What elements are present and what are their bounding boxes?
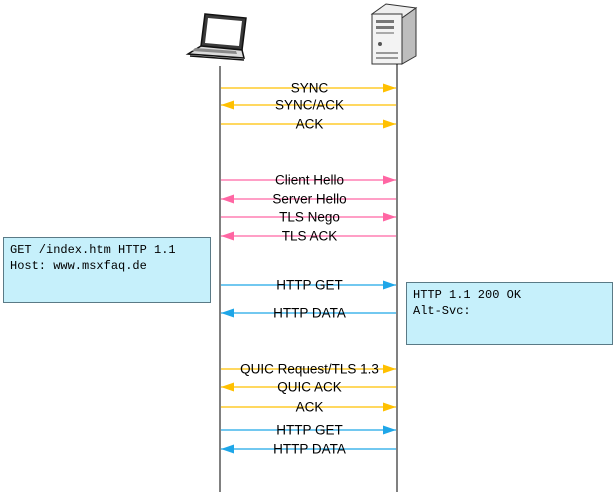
server-tower-icon xyxy=(370,3,418,65)
arrowhead-icon xyxy=(383,175,396,185)
message-label: QUIC ACK xyxy=(277,380,342,395)
message-arrow: HTTP GET xyxy=(221,423,396,438)
arrowhead-icon xyxy=(221,231,234,241)
message-arrow: Client Hello xyxy=(221,173,396,188)
message-label: TLS Nego xyxy=(279,210,340,225)
message-arrow: TLS Nego xyxy=(221,210,396,225)
request-note-line: GET /index.htm HTTP 1.1 xyxy=(10,243,176,257)
message-arrow: ACK xyxy=(221,400,396,415)
message-arrow: SYNC/ACK xyxy=(221,98,396,113)
message-label: SYNC xyxy=(291,81,329,96)
arrowhead-icon xyxy=(383,364,396,374)
message-arrow: HTTP DATA xyxy=(221,306,396,321)
laptop-icon xyxy=(185,13,247,61)
message-label: QUIC Request/TLS 1.3 xyxy=(240,362,379,377)
response-note-line: Alt-Svc: xyxy=(413,304,471,318)
arrowhead-icon xyxy=(383,280,396,290)
message-label: TLS ACK xyxy=(282,229,338,244)
arrowhead-icon xyxy=(221,194,234,204)
message-label: HTTP GET xyxy=(276,278,343,293)
arrowhead-icon xyxy=(383,402,396,412)
message-arrow: QUIC Request/TLS 1.3 xyxy=(221,362,396,377)
request-note: GET /index.htm HTTP 1.1 Host: www.msxfaq… xyxy=(3,237,211,303)
message-label: HTTP DATA xyxy=(273,306,346,321)
message-label: HTTP DATA xyxy=(273,442,346,457)
arrowhead-icon xyxy=(383,83,396,93)
message-arrow: TLS ACK xyxy=(221,229,396,244)
message-label: ACK xyxy=(296,117,324,132)
response-note-line: HTTP 1.1 200 OK xyxy=(413,288,522,302)
arrowhead-icon xyxy=(383,212,396,222)
message-arrow: QUIC ACK xyxy=(221,380,396,395)
message-label: Server Hello xyxy=(272,192,346,207)
message-arrow: ACK xyxy=(221,117,396,132)
message-label: Client Hello xyxy=(275,173,344,188)
arrowhead-icon xyxy=(383,425,396,435)
message-arrow: HTTP GET xyxy=(221,278,396,293)
arrowhead-icon xyxy=(221,382,234,392)
arrowhead-icon xyxy=(383,119,396,129)
message-arrow: SYNC xyxy=(221,81,396,96)
arrowhead-icon xyxy=(221,308,234,318)
message-label: ACK xyxy=(296,400,324,415)
response-note: HTTP 1.1 200 OK Alt-Svc: xyxy=(406,282,613,345)
request-note-line: Host: www.msxfaq.de xyxy=(10,259,147,273)
arrowhead-icon xyxy=(221,100,234,110)
message-arrow: HTTP DATA xyxy=(221,442,396,457)
arrowhead-icon xyxy=(221,444,234,454)
message-label: SYNC/ACK xyxy=(275,98,344,113)
message-label: HTTP GET xyxy=(276,423,343,438)
message-arrow: Server Hello xyxy=(221,192,396,207)
